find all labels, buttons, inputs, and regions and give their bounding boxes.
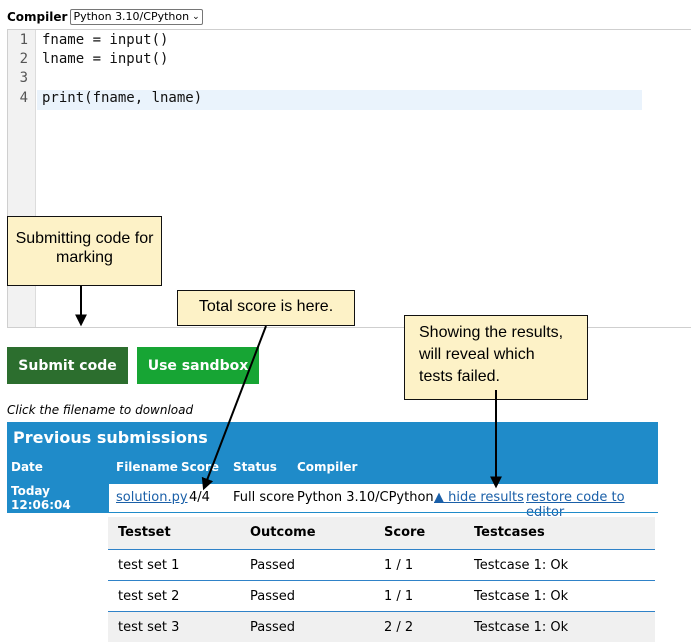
result-testcases: Testcase 1: Ok — [474, 589, 569, 604]
compiler-select-value: Python 3.10/CPython — [73, 10, 190, 23]
arrow-to-total-score — [201, 325, 267, 491]
submission-row-divider — [7, 512, 658, 513]
header-filename: Filename — [116, 460, 178, 474]
callout-line: tests failed. — [419, 368, 500, 385]
compiler-select[interactable]: Python 3.10/CPython ⌄ — [70, 9, 203, 25]
result-testset: test set 3 — [118, 620, 180, 635]
compiler-label: Compiler — [7, 10, 68, 24]
header-compiler: Compiler — [297, 460, 358, 474]
submission-date: Today 12:06:04 — [7, 484, 109, 512]
line-number: 1 — [19, 32, 28, 48]
callout-total-score: Total score is here. — [177, 290, 355, 326]
result-testcases: Testcase 1: Ok — [474, 558, 569, 573]
submission-filename-link[interactable]: solution.py — [116, 490, 188, 505]
result-outcome: Passed — [250, 620, 296, 635]
line-number: 3 — [19, 70, 28, 86]
code-line[interactable]: print(fname, lname) — [42, 90, 203, 106]
download-hint: Click the filename to download — [7, 403, 194, 417]
submission-status: Full score — [233, 490, 295, 505]
submission-compiler: Python 3.10/CPython — [297, 490, 434, 505]
submit-code-button[interactable]: Submit code — [7, 347, 128, 384]
table-row: test set 3 Passed 2 / 2 Testcase 1: Ok — [108, 611, 655, 642]
header-score: Score — [181, 460, 220, 474]
results-header-testset: Testset — [118, 525, 171, 540]
submission-score: 4/4 — [189, 490, 210, 505]
result-testset: test set 2 — [118, 589, 180, 604]
header-date: Date — [11, 460, 43, 474]
result-score: 1 / 1 — [384, 589, 414, 604]
code-line[interactable]: fname = input() — [42, 32, 169, 48]
result-outcome: Passed — [250, 589, 296, 604]
result-score: 1 / 1 — [384, 558, 414, 573]
callout-line: Showing the results, — [419, 324, 564, 341]
results-header-testcases: Testcases — [474, 525, 545, 540]
results-table: Testset Outcome Score Testcases test set… — [108, 517, 655, 642]
compiler-row: Compiler Python 3.10/CPython ⌄ — [7, 7, 203, 27]
result-testset: test set 1 — [118, 558, 180, 573]
code-line[interactable]: lname = input() — [42, 51, 169, 67]
results-header-outcome: Outcome — [250, 525, 316, 540]
table-row: test set 2 Passed 1 / 1 Testcase 1: Ok — [108, 580, 655, 611]
use-sandbox-button[interactable]: Use sandbox — [137, 347, 259, 384]
submissions-title: Previous submissions — [13, 428, 208, 447]
table-row: test set 1 Passed 1 / 1 Testcase 1: Ok — [108, 549, 655, 580]
result-outcome: Passed — [250, 558, 296, 573]
result-score: 2 / 2 — [384, 620, 414, 635]
submissions-panel: Previous submissions Date Filename Score… — [7, 422, 658, 484]
results-header-row: Testset Outcome Score Testcases — [108, 517, 655, 549]
line-number: 4 — [19, 90, 28, 106]
callout-showing-results: Showing the results, will reveal which t… — [404, 315, 588, 400]
chevron-down-icon: ⌄ — [192, 12, 200, 22]
line-number: 2 — [19, 51, 28, 67]
header-status: Status — [233, 460, 277, 474]
results-header-score: Score — [384, 525, 426, 540]
active-line-highlight — [37, 90, 642, 110]
result-testcases: Testcase 1: Ok — [474, 620, 569, 635]
callout-submitting-code: Submitting code for marking — [7, 216, 162, 286]
callout-line: will reveal which — [419, 346, 535, 363]
hide-results-link[interactable]: ▲ hide results — [434, 490, 524, 505]
